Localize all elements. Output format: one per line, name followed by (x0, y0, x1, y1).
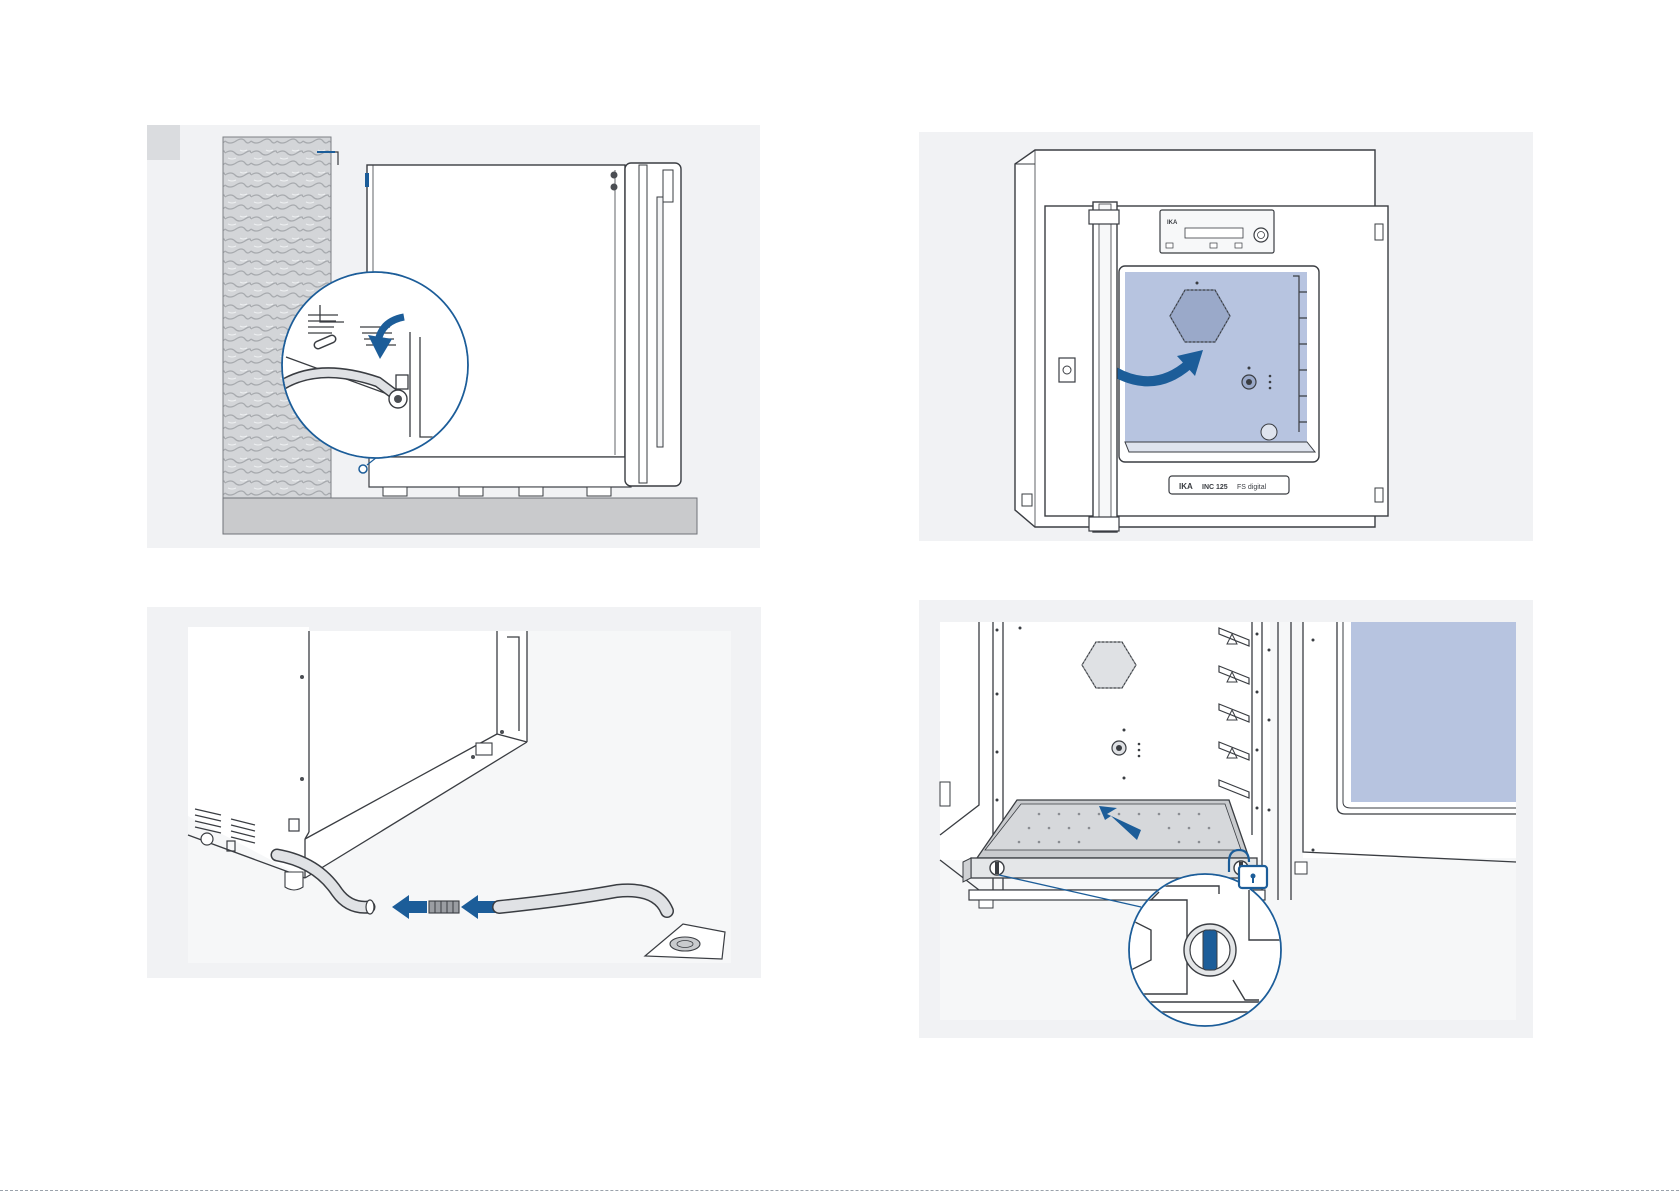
name-plate-brand: IKA (1179, 482, 1193, 491)
page-bottom-rule (0, 1190, 1679, 1191)
door-side (625, 163, 681, 486)
step-marker (147, 125, 180, 160)
tray-lock-illustration (919, 600, 1533, 1038)
name-plate-model: INC 125 (1202, 484, 1228, 491)
floor (223, 498, 697, 534)
hose-coupling (429, 901, 459, 913)
door-window (1351, 622, 1516, 802)
panel-tray-lock (919, 600, 1533, 1038)
open-door-illustration: IKA (919, 132, 1533, 541)
panel-drain-hose (147, 607, 761, 978)
wall-clearance-illustration (147, 125, 760, 548)
control-panel-brand: IKA (1167, 220, 1178, 226)
panel-wall-clearance (147, 125, 760, 548)
panel-open-door: IKA (919, 132, 1533, 541)
drain-hose-illustration (147, 607, 761, 978)
name-plate-suffix: FS digital (1237, 484, 1267, 491)
